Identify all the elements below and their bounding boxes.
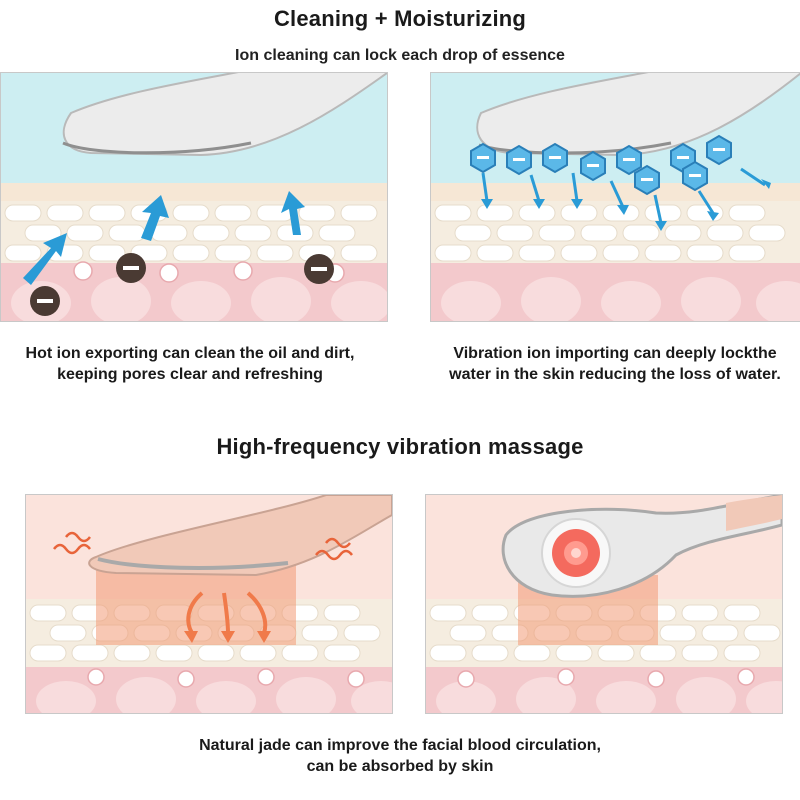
section1-subtitle: Ion cleaning can lock each drop of essen… xyxy=(235,47,565,64)
jade-caption-line1: Natural jade can improve the facial bloo… xyxy=(199,737,601,754)
ion-importing-caption: Vibration ion importing can deeply lockt… xyxy=(449,345,781,383)
jade-massage-illustration xyxy=(425,494,783,714)
heat-vibration-illustration xyxy=(25,494,393,714)
ion-importing-illustration xyxy=(430,72,800,322)
section2-title: High-frequency vibration massage xyxy=(216,434,584,459)
jade-caption-line2: can be absorbed by skin xyxy=(306,758,494,775)
ion-exporting-illustration xyxy=(0,72,388,322)
section1-title: Cleaning + Moisturizing xyxy=(273,6,527,31)
ion-exporting-caption: Hot ion exporting can clean the oil and … xyxy=(25,345,355,383)
